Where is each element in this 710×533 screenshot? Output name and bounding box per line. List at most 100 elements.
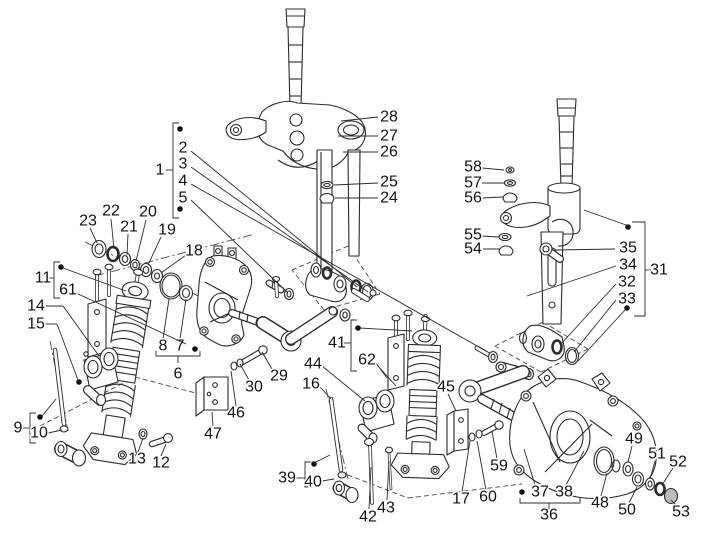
assembly-dot	[37, 414, 43, 420]
dashed-construction-line	[291, 245, 349, 271]
callout-leader-42	[368, 466, 372, 510]
callout-leader-50	[628, 486, 638, 504]
left-mount-bolts	[87, 263, 114, 358]
callout-1: 1	[156, 162, 165, 179]
callout-16: 16	[302, 376, 320, 393]
callout-48: 48	[591, 495, 609, 512]
callout-leader-47	[211, 411, 214, 428]
callout-leader-14	[62, 305, 100, 357]
link-bolt-29-30	[230, 345, 268, 371]
callout-23: 23	[79, 213, 97, 230]
assembly-dot	[177, 206, 183, 212]
assembly-dot	[519, 489, 525, 495]
callout-40: 40	[304, 474, 322, 491]
callout-28: 28	[380, 109, 398, 126]
callout-59: 59	[490, 458, 508, 475]
group-bracket	[53, 261, 60, 299]
callout-3: 3	[179, 156, 188, 173]
callout-leader-49	[627, 445, 633, 463]
callout-33: 33	[618, 291, 636, 308]
bracket-47	[195, 376, 229, 417]
callout-57: 57	[464, 175, 482, 192]
right-shock-absorber	[390, 314, 450, 480]
callout-43: 43	[377, 500, 395, 517]
callout-leader-16	[319, 386, 332, 400]
callout-2: 2	[179, 140, 188, 157]
callout-leader-34	[526, 265, 617, 297]
callout-62: 62	[358, 352, 376, 369]
callout-22: 22	[102, 203, 120, 220]
callout-52: 52	[669, 454, 687, 471]
dashed-construction-line	[339, 471, 409, 499]
callout-10: 10	[30, 425, 48, 442]
dot-leader-line	[583, 209, 627, 226]
callout-8: 8	[159, 338, 168, 355]
callout-leader-56	[481, 196, 504, 199]
callout-51: 51	[648, 446, 666, 463]
left-damper-rod	[52, 347, 87, 467]
callout-55: 55	[464, 227, 482, 244]
group-bracket	[632, 221, 646, 317]
callout-leader-7	[179, 298, 187, 340]
callout-leader-17	[461, 440, 471, 493]
callout-leader-60	[476, 440, 487, 491]
callout-35: 35	[619, 240, 637, 257]
assembly-dot	[58, 264, 64, 270]
callout-leader-25	[333, 182, 379, 186]
callout-4: 4	[179, 173, 188, 190]
assembly-dot	[625, 224, 631, 230]
callout-41: 41	[328, 335, 346, 352]
right-fork-assembly	[498, 98, 581, 366]
dot-leader-line	[41, 398, 57, 417]
callout-47: 47	[204, 426, 222, 443]
callout-leader-10	[47, 429, 63, 434]
dot-leader-line	[577, 309, 626, 362]
callout-leader-23	[89, 227, 98, 244]
callout-leader-62	[376, 364, 397, 387]
callout-46: 46	[227, 405, 245, 422]
callout-53: 53	[672, 504, 690, 521]
dashed-construction-line	[494, 345, 542, 373]
callout-39: 39	[278, 470, 296, 487]
callout-5: 5	[179, 190, 188, 207]
assembly-dot	[355, 325, 361, 331]
callout-12: 12	[152, 455, 170, 472]
callout-27: 27	[380, 128, 398, 145]
callout-49: 49	[625, 431, 643, 448]
callout-32: 32	[618, 274, 636, 291]
dashed-construction-line	[407, 483, 523, 499]
group-bracket	[304, 461, 311, 488]
assembly-dot	[624, 305, 630, 311]
callout-leader-44	[321, 365, 366, 402]
group-bracket	[350, 319, 357, 372]
callout-leader-20	[135, 219, 147, 262]
callout-45: 45	[437, 379, 455, 396]
callout-leader-19	[147, 236, 162, 266]
lower-bolt-and-washer	[138, 428, 173, 448]
callout-leader-58	[481, 167, 505, 171]
callout-19: 19	[158, 222, 176, 239]
callout-42: 42	[359, 509, 377, 526]
dashed-construction-line	[39, 376, 136, 427]
assembly-dot	[76, 379, 82, 385]
callout-leader-52	[661, 467, 674, 486]
callout-leader-21	[126, 233, 129, 256]
dot-leader-line	[315, 454, 331, 463]
callout-leader-29	[261, 351, 273, 370]
callout-leader-30	[239, 363, 250, 381]
callout-leader-55	[481, 235, 500, 238]
callout-7: 7	[176, 338, 185, 355]
callout-leader-48	[600, 472, 608, 497]
group-bracket	[519, 498, 581, 504]
callout-leader-3	[190, 166, 369, 293]
callout-leader-32	[559, 283, 617, 346]
callout-50: 50	[618, 502, 636, 519]
callout-44: 44	[304, 356, 322, 373]
callout-17: 17	[452, 491, 470, 508]
callout-9: 9	[14, 420, 23, 437]
callout-leader-35	[555, 248, 616, 251]
callout-leader-61	[75, 292, 187, 345]
callout-leader-15	[56, 323, 79, 381]
